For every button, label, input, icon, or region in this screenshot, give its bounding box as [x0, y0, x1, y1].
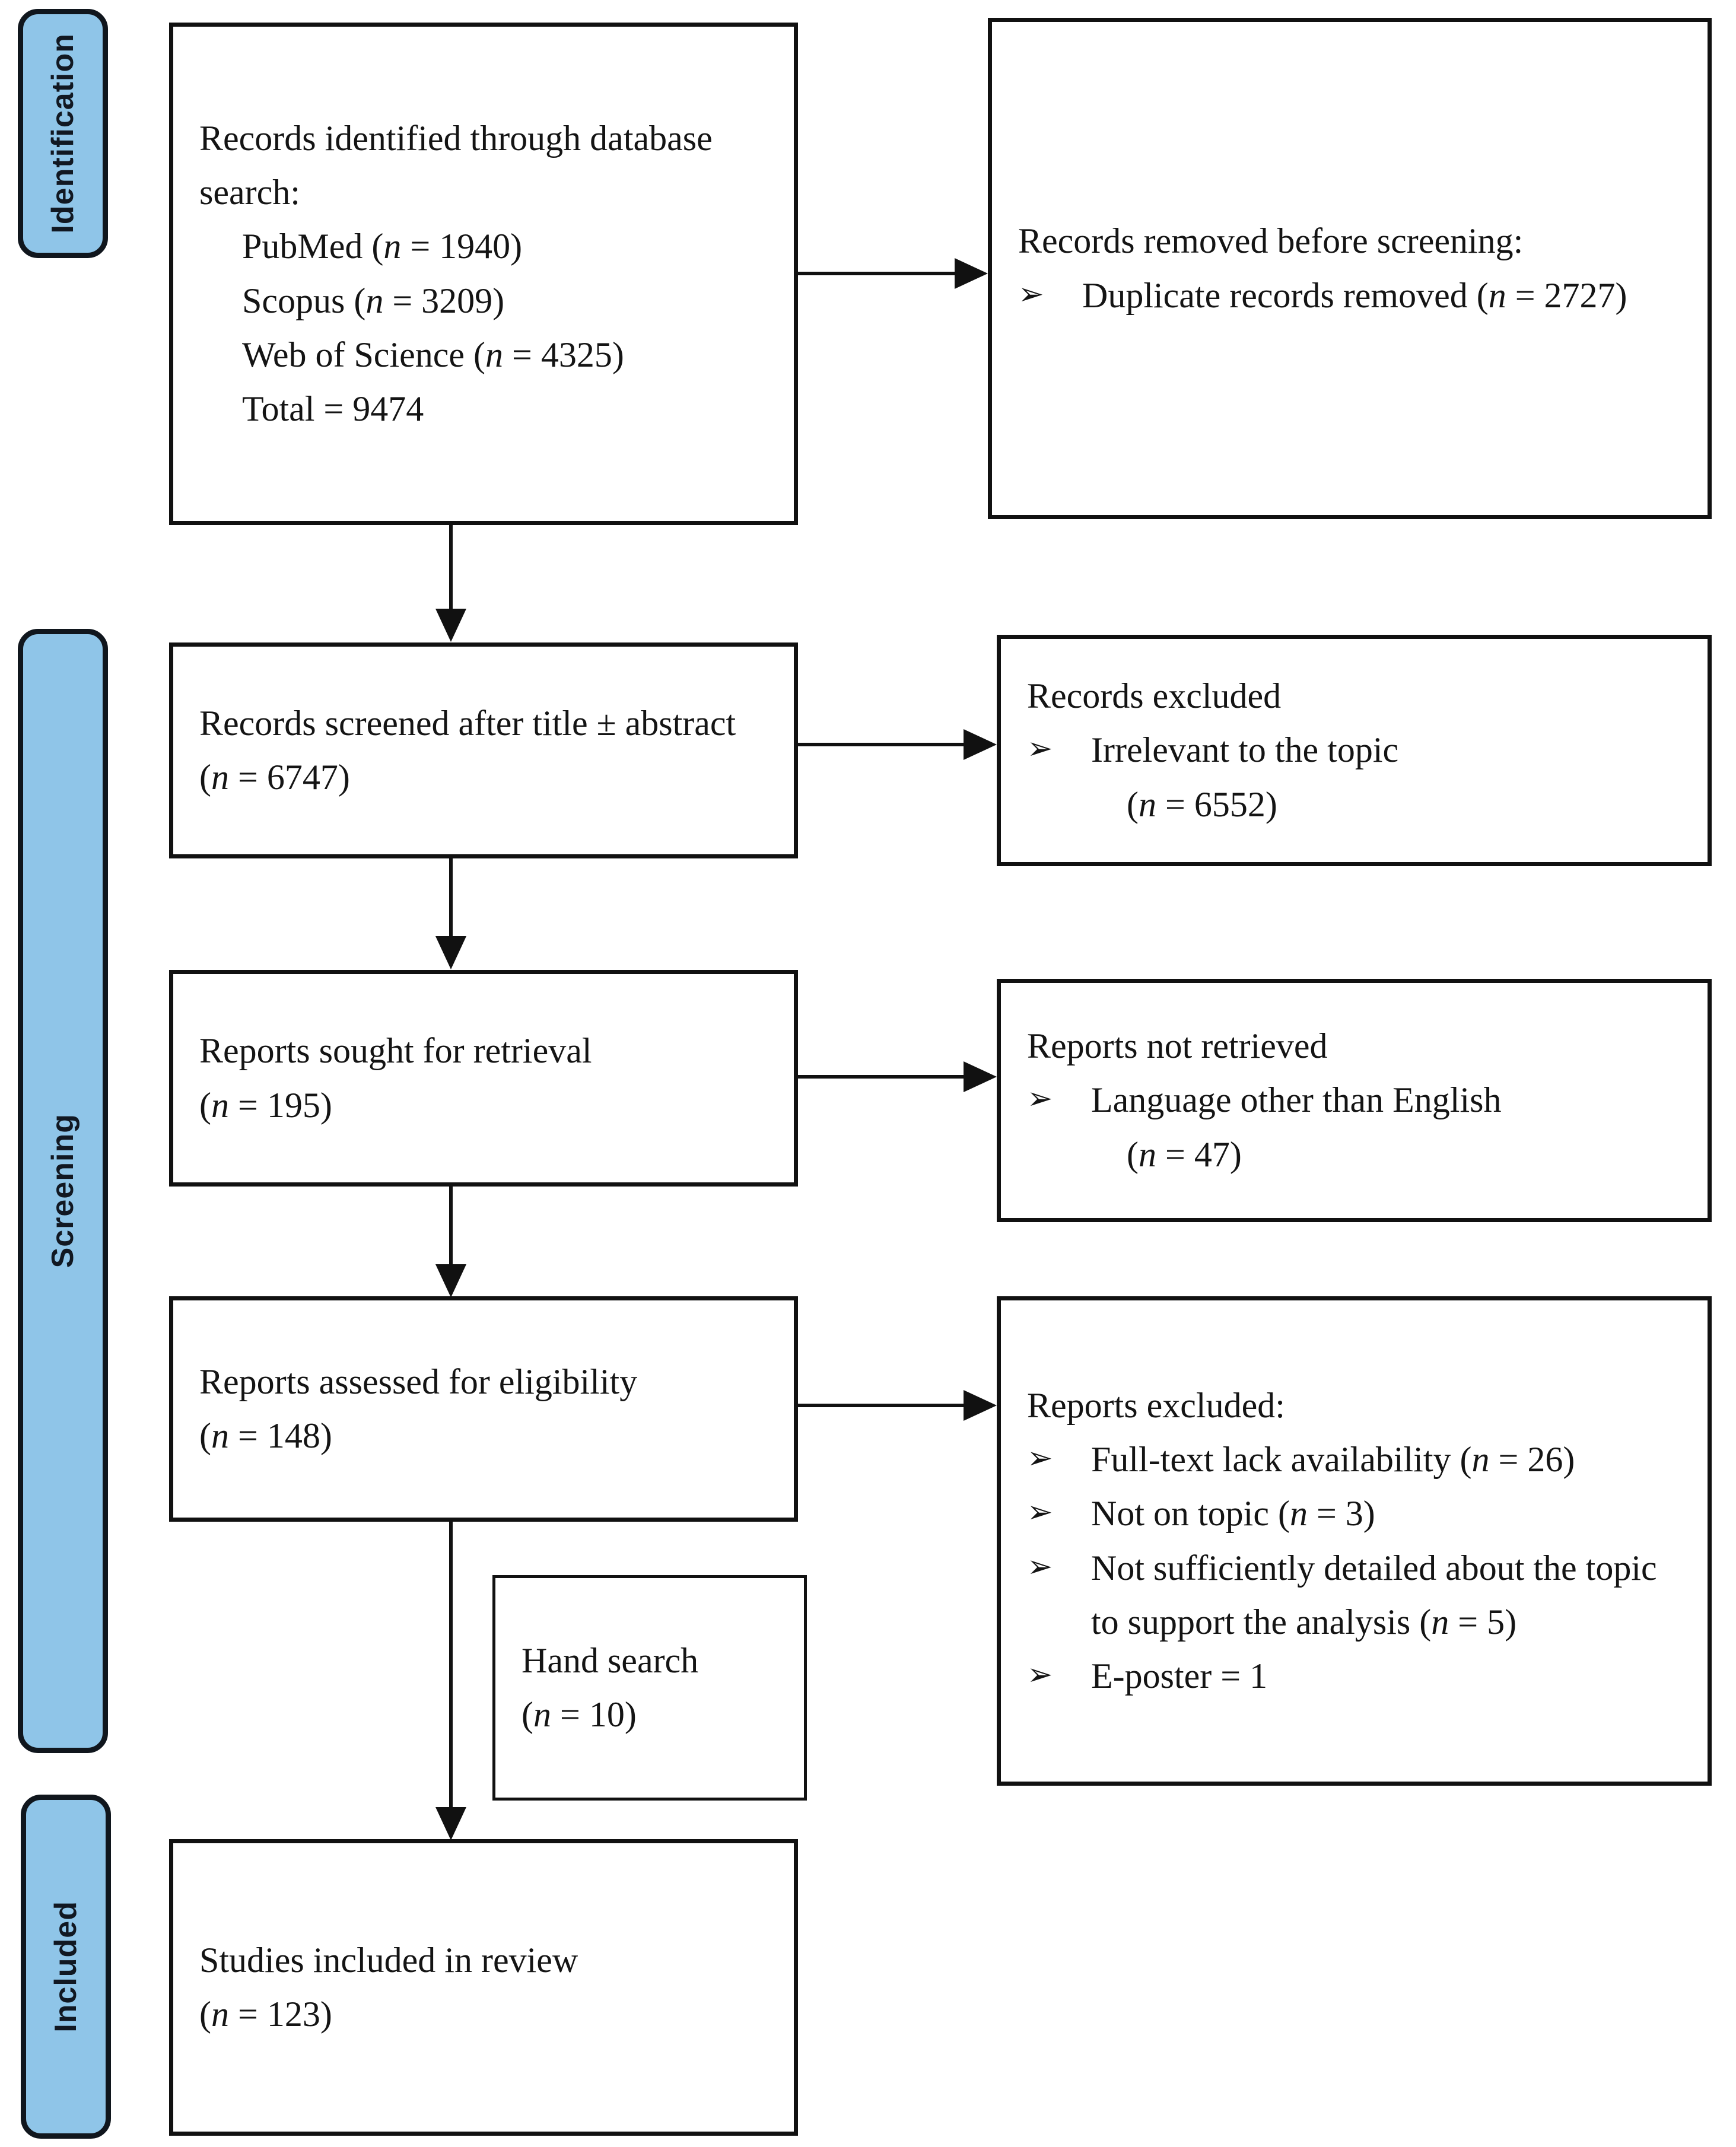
bullet-arrow-icon: ➢	[1027, 1082, 1053, 1117]
reports-not-retrieved-bullet-text: Language other than English	[1091, 1080, 1502, 1120]
stage-label-screening: Screening	[46, 1114, 80, 1268]
reports-excluded-bullet-text: Not sufficiently detailed about the topi…	[1091, 1548, 1657, 1642]
arrow-identified-to-screened	[435, 609, 466, 642]
stage-bar-screening: Screening	[18, 629, 108, 1753]
arrow-identified-to-removed	[955, 258, 988, 289]
records-removed-bullet-text: Duplicate records removed (n = 2727)	[1082, 275, 1627, 315]
box-records-identified: Records identified through database sear…	[169, 23, 798, 525]
reports-not-retrieved-heading: Reports not retrieved	[1027, 1026, 1328, 1066]
arrow-sought-to-not-retrieved	[964, 1061, 997, 1092]
reports-excluded-bullet-0: ➢ Full-text lack availability (n = 26)	[1027, 1433, 1681, 1487]
reports-excluded-bullet-2: ➢ Not sufficiently detailed about the to…	[1027, 1541, 1681, 1649]
box-reports-excluded: Reports excluded: ➢ Full-text lack avail…	[997, 1296, 1712, 1786]
reports-excluded-bullet-3: ➢ E-poster = 1	[1027, 1649, 1681, 1703]
connector-screened-to-sought	[449, 858, 453, 939]
bullet-arrow-icon: ➢	[1027, 732, 1053, 766]
hand-search-line2: (n = 10)	[522, 1695, 637, 1734]
arrow-assessed-to-reports-excluded	[964, 1390, 997, 1421]
records-identified-total: Total = 9474	[242, 389, 424, 428]
records-excluded-bullet-0: ➢ Irrelevant to the topic	[1027, 723, 1681, 777]
records-identified-heading-line2: search:	[199, 173, 300, 212]
box-reports-sought: Reports sought for retrieval (n = 195)	[169, 970, 798, 1187]
box-reports-not-retrieved: Reports not retrieved ➢ Language other t…	[997, 979, 1712, 1222]
bullet-arrow-icon: ➢	[1027, 1658, 1053, 1692]
box-records-screened: Records screened after title ± abstract …	[169, 642, 798, 858]
studies-included-line2: (n = 123)	[199, 1995, 332, 2034]
reports-not-retrieved-count: (n = 47)	[1127, 1134, 1242, 1174]
box-reports-assessed: Reports assessed for eligibility (n = 14…	[169, 1296, 798, 1522]
reports-sought-line2: (n = 195)	[199, 1085, 332, 1125]
reports-assessed-line2: (n = 148)	[199, 1416, 332, 1455]
records-identified-web-of-science: Web of Science (n = 4325)	[242, 335, 624, 374]
records-excluded-bullet-text: Irrelevant to the topic	[1091, 730, 1399, 770]
stage-bar-included: Included	[21, 1795, 111, 2139]
records-removed-bullet-0: ➢ Duplicate records removed (n = 2727)	[1018, 269, 1681, 323]
studies-included-line1: Studies included in review	[199, 1940, 578, 1980]
box-records-removed-before-screening: Records removed before screening: ➢ Dupl…	[988, 18, 1712, 519]
connector-sought-to-not-retrieved	[798, 1075, 967, 1079]
records-excluded-heading: Records excluded	[1027, 676, 1282, 716]
reports-excluded-bullet-text: Not on topic (n = 3)	[1091, 1494, 1375, 1534]
reports-not-retrieved-bullet-0: ➢ Language other than English	[1027, 1073, 1681, 1127]
arrow-sought-to-assessed	[435, 1264, 466, 1297]
box-hand-search: Hand search (n = 10)	[492, 1575, 807, 1801]
records-removed-heading: Records removed before screening:	[1018, 221, 1524, 261]
connector-screened-to-excluded	[798, 743, 967, 746]
records-excluded-count: (n = 6552)	[1127, 784, 1277, 824]
arrow-screened-to-sought	[435, 936, 466, 969]
stage-label-identification: Identification	[46, 33, 80, 234]
connector-identified-to-screened	[449, 525, 453, 611]
stage-label-included: Included	[49, 1901, 83, 2033]
records-screened-line1: Records screened after title ± abstract	[199, 703, 736, 743]
box-records-excluded: Records excluded ➢ Irrelevant to the top…	[997, 635, 1712, 866]
arrow-assessed-to-included	[435, 1807, 466, 1840]
records-identified-pubmed: PubMed (n = 1940)	[242, 227, 523, 266]
reports-sought-line1: Reports sought for retrieval	[199, 1031, 592, 1071]
records-identified-heading-line1: Records identified through database	[199, 118, 713, 158]
reports-excluded-heading: Reports excluded:	[1027, 1385, 1285, 1425]
box-studies-included: Studies included in review (n = 123)	[169, 1839, 798, 2136]
connector-assessed-to-reports-excluded	[798, 1404, 967, 1407]
reports-excluded-bullet-text: E-poster = 1	[1091, 1656, 1268, 1696]
reports-excluded-bullet-1: ➢ Not on topic (n = 3)	[1027, 1487, 1681, 1541]
records-screened-line2: (n = 6747)	[199, 758, 350, 797]
bullet-arrow-icon: ➢	[1018, 277, 1044, 311]
hand-search-line1: Hand search	[522, 1640, 699, 1680]
reports-assessed-line1: Reports assessed for eligibility	[199, 1362, 638, 1401]
bullet-arrow-icon: ➢	[1027, 1496, 1053, 1530]
records-identified-scopus: Scopus (n = 3209)	[242, 281, 505, 320]
connector-assessed-to-included	[449, 1522, 453, 1809]
connector-identified-to-removed	[798, 272, 958, 275]
bullet-arrow-icon: ➢	[1027, 1442, 1053, 1476]
connector-sought-to-assessed	[449, 1187, 453, 1267]
bullet-arrow-icon: ➢	[1027, 1550, 1053, 1584]
stage-bar-identification: Identification	[18, 9, 108, 258]
reports-excluded-bullet-text: Full-text lack availability (n = 26)	[1091, 1440, 1575, 1480]
arrow-screened-to-excluded	[964, 729, 997, 760]
